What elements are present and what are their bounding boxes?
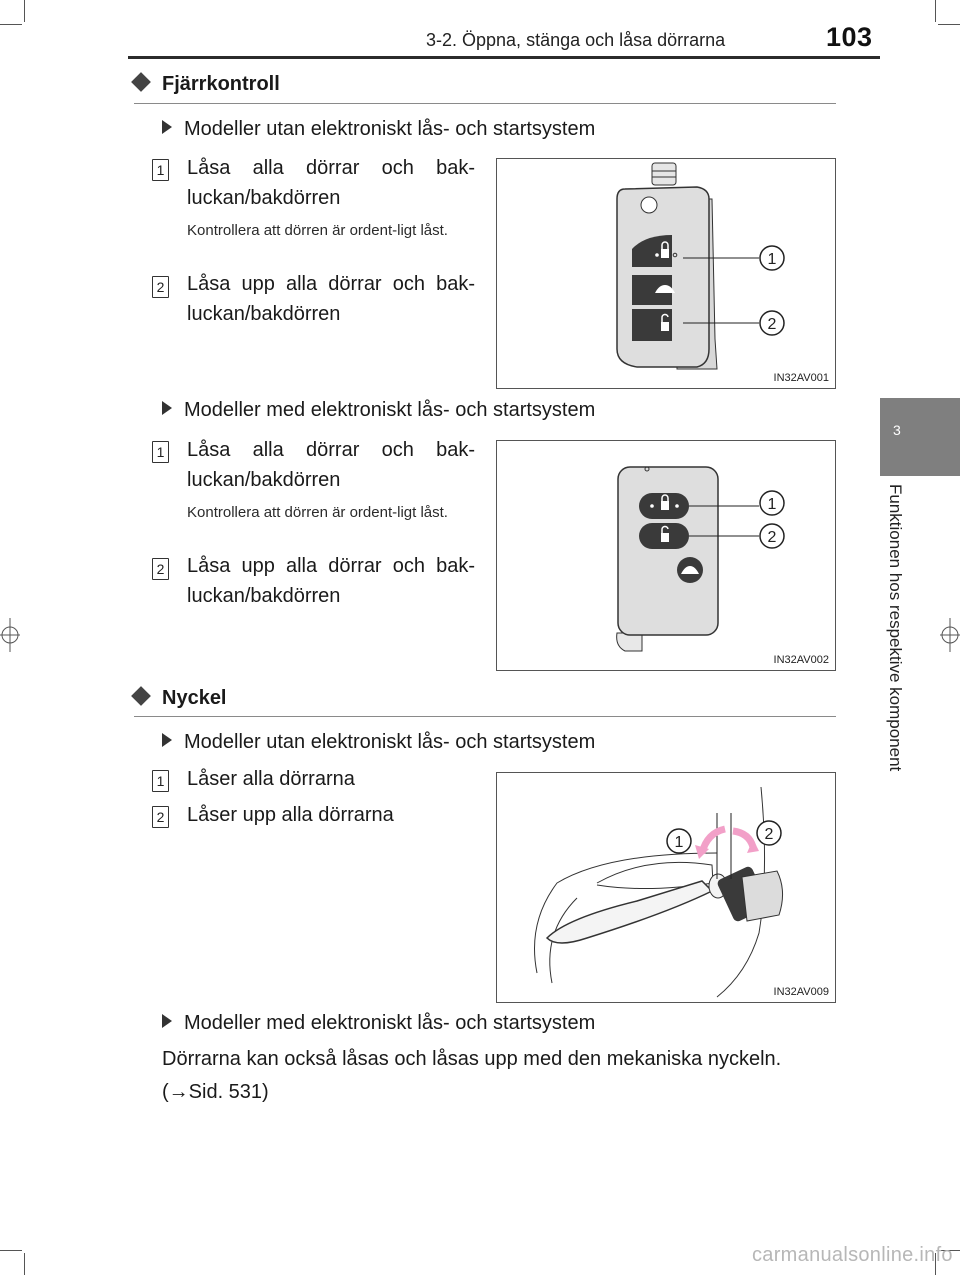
item-number: 2 [152, 806, 169, 828]
figure-door-key: 1 2 IN32AV009 [496, 772, 836, 1003]
callout-2: 2 [765, 826, 774, 843]
item-text: Låsa upp alla dörrar och bak-luckan/bakd… [187, 273, 475, 325]
diamond-bullet-icon [131, 72, 151, 92]
callout-1: 1 [768, 251, 777, 268]
triangle-bullet-icon [162, 401, 172, 415]
section-heading: Fjärrkontroll [131, 72, 280, 96]
item-text: Låser upp alla dörrarna [187, 804, 394, 826]
item-text: Låsa alla dörrar och bak-luckan/bakdörre… [187, 157, 475, 209]
crop-mark [938, 24, 960, 25]
figure-code: IN32AV009 [773, 986, 829, 998]
item-number: 1 [152, 441, 169, 463]
callout-1: 1 [768, 496, 777, 513]
figure-code: IN32AV002 [773, 654, 829, 666]
crop-mark [0, 24, 22, 25]
item-number: 1 [152, 770, 169, 792]
subsection-heading: Modeller med elektroniskt lås- och start… [162, 1012, 595, 1035]
section-heading: Nyckel [131, 686, 227, 710]
header-rule [128, 56, 880, 59]
crop-mark [935, 0, 936, 22]
item-note: Kontrollera att dörren är ordent-ligt lå… [187, 504, 448, 521]
header-title: 3-2. Öppna, stänga och låsa dörrarna [426, 30, 726, 50]
figure-remote-key: 1 2 IN32AV001 [496, 158, 836, 389]
item-text: Låser alla dörrarna [187, 768, 355, 790]
chapter-label: Funktionen hos respektive komponent [886, 484, 905, 772]
callout-2: 2 [768, 529, 777, 546]
diamond-bullet-icon [131, 686, 151, 706]
item-number: 2 [152, 276, 169, 298]
smart-key-illustration: 1 2 [616, 466, 785, 652]
crop-mark [935, 1253, 936, 1275]
crop-mark [24, 1253, 25, 1275]
item-number: 2 [152, 558, 169, 580]
chapter-tab [880, 398, 960, 476]
crop-mark [24, 0, 25, 22]
callout-2: 2 [768, 316, 777, 333]
item-number: 1 [152, 159, 169, 181]
figure-code: IN32AV001 [773, 372, 829, 384]
section-rule [134, 716, 836, 717]
item-text: Låsa upp alla dörrar och bak-luckan/bakd… [187, 555, 475, 607]
callout-1: 1 [675, 834, 684, 851]
triangle-bullet-icon [162, 1014, 172, 1028]
watermark: carmanualsonline.info [752, 1244, 953, 1266]
door-key-illustration: 1 2 [534, 786, 783, 998]
triangle-bullet-icon [162, 733, 172, 747]
page-reference-link[interactable]: (→Sid. 531) [162, 1081, 269, 1103]
item-note: Kontrollera att dörren är ordent-ligt lå… [187, 222, 448, 239]
item-text: Låsa alla dörrar och bak-luckan/bakdörre… [187, 439, 475, 491]
registration-mark [0, 618, 20, 652]
page-number: 103 [826, 22, 873, 52]
figure-smart-key: 1 2 IN32AV002 [496, 440, 836, 671]
crop-mark [0, 1250, 22, 1251]
chapter-number: 3 [893, 422, 901, 438]
subsection-heading: Modeller med elektroniskt lås- och start… [162, 399, 595, 422]
section-rule [134, 103, 836, 104]
registration-mark [940, 618, 960, 652]
subsection-heading: Modeller utan elektroniskt lås- och star… [162, 731, 595, 754]
crop-mark [938, 1250, 960, 1251]
body-paragraph: Dörrarna kan också låsas och låsas upp m… [162, 1048, 782, 1070]
remote-key-illustration: 1 2 [616, 162, 785, 370]
triangle-bullet-icon [162, 120, 172, 134]
subsection-heading: Modeller utan elektroniskt lås- och star… [162, 118, 595, 141]
